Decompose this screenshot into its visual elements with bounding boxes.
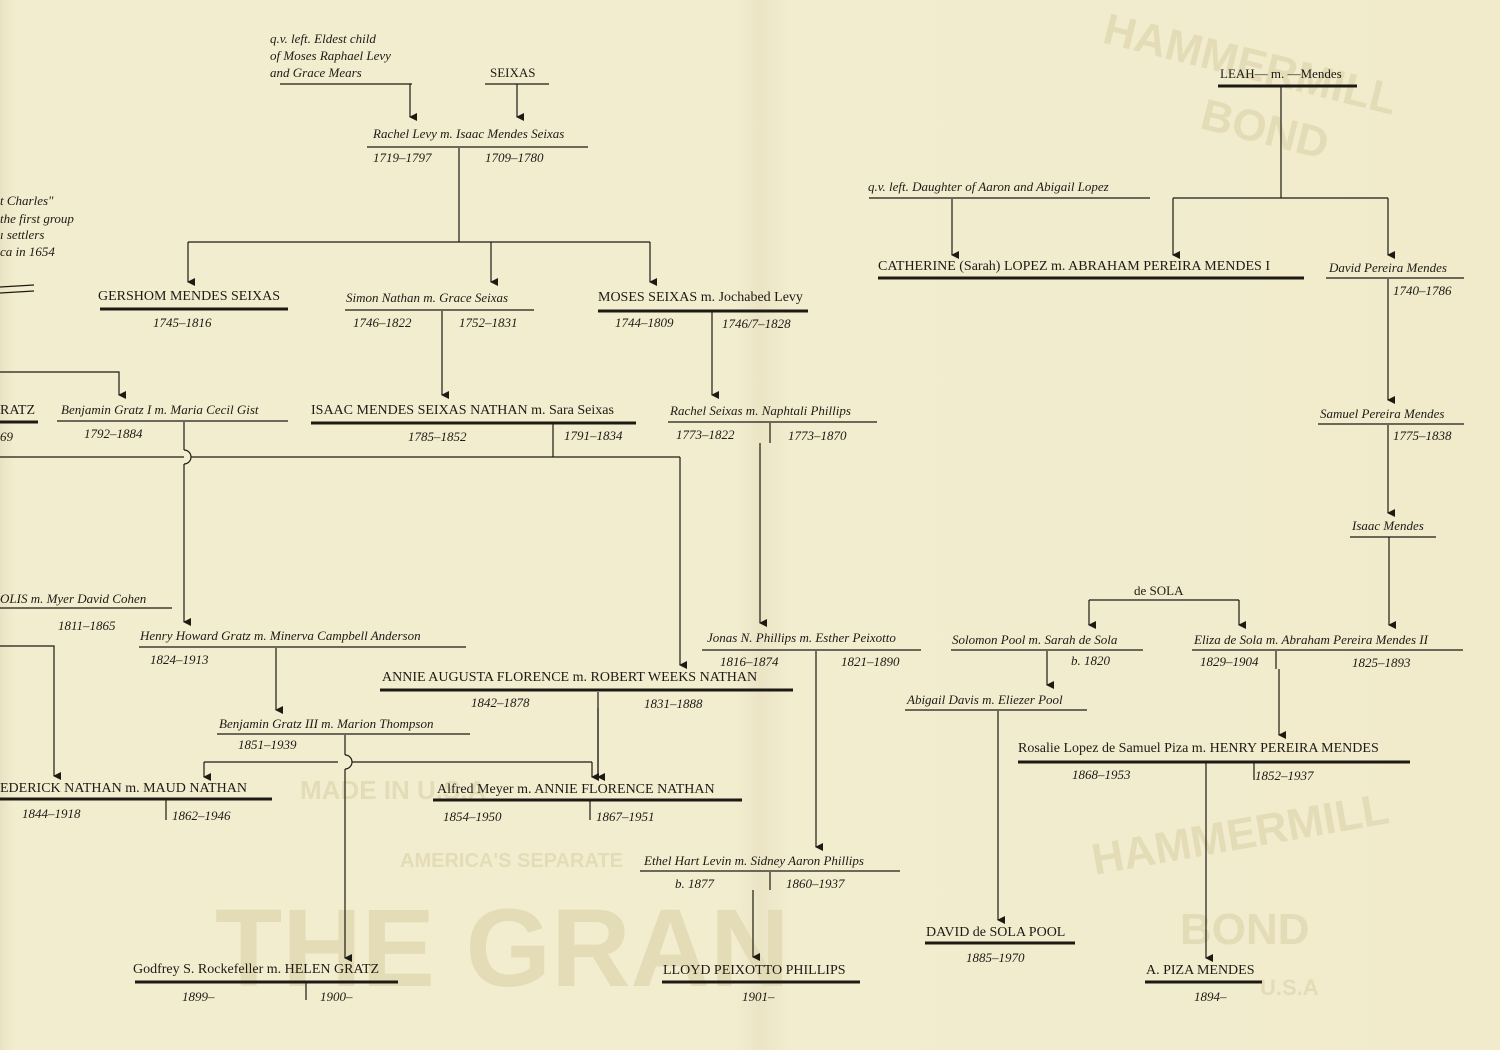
david-de-sola-pool: DAVID de SOLA POOL: [926, 925, 1066, 940]
rachel-levy-dates-1: 1719–1797: [373, 150, 432, 165]
gershom-dates: 1745–1816: [153, 315, 212, 330]
charles-note-line-1: t Charles": [0, 193, 54, 208]
rosalie-dates-2: 1852–1937: [1255, 768, 1314, 783]
gratz-cut-name: RATZ: [0, 403, 35, 418]
charles-note-line-2: the first group: [0, 211, 74, 226]
solomon-pool-couple: Solomon Pool m. Sarah de Sola: [952, 632, 1118, 647]
rachel-seixas-dates-1: 1773–1822: [676, 427, 735, 442]
solomon-pool-dates: b. 1820: [1071, 653, 1110, 668]
henry-howard-gratz-couple: Henry Howard Gratz m. Minerva Campbell A…: [140, 628, 421, 643]
jonas-phillips-dates-1: 1816–1874: [720, 654, 779, 669]
samuel-pereira-mendes: Samuel Pereira Mendes: [1320, 406, 1445, 421]
moses-seixas-couple: MOSES SEIXAS m. Jochabed Levy: [598, 290, 803, 305]
leah-mendes-couple: LEAH— m. —Mendes: [1220, 66, 1342, 81]
levy-note-line-1: q.v. left. Eldest child: [270, 31, 376, 46]
solis-cohen-couple: OLIS m. Myer David Cohen: [0, 591, 147, 606]
rosalie-dates-1: 1868–1953: [1072, 767, 1131, 782]
ethel-levin-couple: Ethel Hart Levin m. Sidney Aaron Phillip…: [644, 853, 864, 868]
watermark-bond-bottom: BOND: [1180, 905, 1310, 954]
simon-nathan-couple: Simon Nathan m. Grace Seixas: [346, 290, 509, 305]
lloyd-dates: 1901–: [742, 989, 775, 1004]
alfred-meyer-couple: Alfred Meyer m. ANNIE FLORENCE NATHAN: [437, 782, 715, 797]
frederick-nathan-dates-1: 1844–1918: [22, 806, 81, 821]
isaac-mendes: Isaac Mendes: [1352, 518, 1424, 533]
abigail-davis-couple: Abigail Davis m. Eliezer Pool: [907, 692, 1063, 707]
solis-cohen-dates: 1811–1865: [58, 618, 116, 633]
jonas-phillips-dates-2: 1821–1890: [841, 654, 900, 669]
samuel-pereira-dates: 1775–1838: [1393, 428, 1452, 443]
david-pereira-mendes: David Pereira Mendes: [1329, 260, 1447, 275]
ethel-levin-dates-2: 1860–1937: [786, 876, 845, 891]
levy-note-line-2: of Moses Raphael Levy: [270, 48, 391, 63]
annie-augusta-florence-couple: ANNIE AUGUSTA FLORENCE m. ROBERT WEEKS N…: [382, 670, 758, 685]
rachel-seixas-dates-2: 1773–1870: [788, 428, 847, 443]
rachel-seixas-couple: Rachel Seixas m. Naphtali Phillips: [670, 403, 851, 418]
godfrey-dates-1: 1899–: [182, 989, 215, 1004]
eliza-de-sola-dates-1: 1829–1904: [1200, 654, 1259, 669]
alfred-meyer-dates-2: 1867–1951: [596, 809, 655, 824]
frederick-nathan-couple: EDERICK NATHAN m. MAUD NATHAN: [0, 781, 247, 796]
godfrey-rockefeller-couple: Godfrey S. Rockefeller m. HELEN GRATZ: [133, 962, 380, 977]
lloyd-peixotto-phillips: LLOYD PEIXOTTO PHILLIPS: [663, 963, 846, 978]
watermark-usa: U.S.A: [1260, 975, 1319, 1000]
jonas-phillips-couple: Jonas N. Phillips m. Esther Peixotto: [707, 630, 896, 645]
moses-seixas-dates-2: 1746/7–1828: [722, 316, 791, 331]
gershom-mendes-seixas: GERSHOM MENDES SEIXAS: [98, 289, 281, 304]
frederick-nathan-dates-2: 1862–1946: [172, 808, 231, 823]
watermark-americas: AMERICA'S SEPARATE: [400, 850, 623, 872]
catherine-lopez-couple: CATHERINE (Sarah) LOPEZ m. ABRAHAM PEREI…: [878, 259, 1270, 274]
isaac-nathan-dates-2: 1791–1834: [564, 428, 623, 443]
eliza-de-sola-dates-2: 1825–1893: [1352, 655, 1411, 670]
seixas-header: SEIXAS: [490, 65, 536, 80]
isaac-nathan-dates-1: 1785–1852: [408, 429, 467, 444]
watermark-big-title: THE GRAN: [215, 887, 790, 1010]
david-pereira-dates: 1740–1786: [1393, 283, 1452, 298]
moses-seixas-dates-1: 1744–1809: [615, 315, 674, 330]
lopez-note: q.v. left. Daughter of Aaron and Abigail…: [868, 179, 1109, 194]
rachel-levy-couple: Rachel Levy m. Isaac Mendes Seixas: [373, 126, 565, 141]
rachel-levy-dates-2: 1709–1780: [485, 150, 544, 165]
godfrey-dates-2: 1900–: [320, 989, 353, 1004]
de-sola-header: de SOLA: [1134, 583, 1184, 598]
benjamin-gratz-iii-couple: Benjamin Gratz III m. Marion Thompson: [219, 716, 434, 731]
charles-note-line-3: ı settlers: [0, 227, 45, 242]
alfred-meyer-dates-1: 1854–1950: [443, 809, 502, 824]
henry-howard-gratz-dates: 1824–1913: [150, 652, 209, 667]
eliza-de-sola-couple: Eliza de Sola m. Abraham Pereira Mendes …: [1194, 632, 1428, 647]
david-de-sola-pool-dates: 1885–1970: [966, 950, 1025, 965]
gratz-cut-dates: 69: [0, 429, 13, 444]
a-piza-mendes-dates: 1894–: [1194, 989, 1227, 1004]
isaac-mendes-seixas-nathan-couple: ISAAC MENDES SEIXAS NATHAN m. Sara Seixa…: [311, 403, 614, 418]
benjamin-gratz-iii-dates: 1851–1939: [238, 737, 297, 752]
rosalie-piza-couple: Rosalie Lopez de Samuel Piza m. HENRY PE…: [1018, 741, 1379, 756]
benjamin-gratz-i-couple: Benjamin Gratz I m. Maria Cecil Gist: [61, 402, 259, 417]
annie-augusta-dates-1: 1842–1878: [471, 695, 530, 710]
benjamin-gratz-i-dates: 1792–1884: [84, 426, 143, 441]
annie-augusta-dates-2: 1831–1888: [644, 696, 703, 711]
simon-nathan-dates-2: 1752–1831: [459, 315, 518, 330]
ethel-levin-dates-1: b. 1877: [675, 876, 714, 891]
levy-note-line-3: and Grace Mears: [270, 65, 362, 80]
simon-nathan-dates-1: 1746–1822: [353, 315, 412, 330]
a-piza-mendes: A. PIZA MENDES: [1146, 963, 1255, 978]
charles-note-line-4: ca in 1654: [0, 244, 55, 259]
